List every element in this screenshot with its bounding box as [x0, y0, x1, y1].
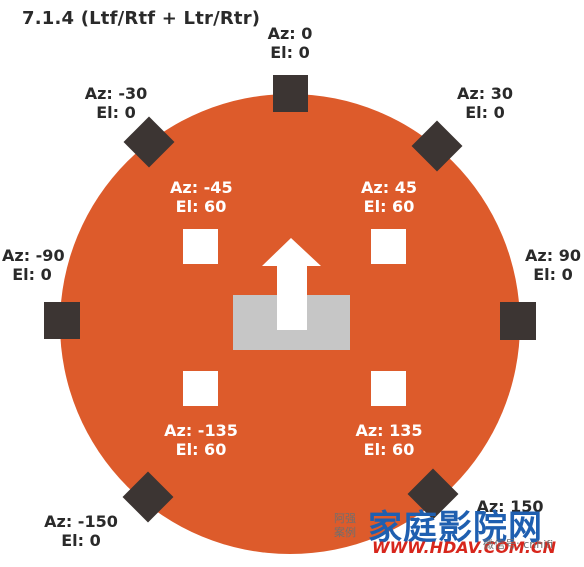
watermark-logo: 家庭影院网: [368, 508, 543, 548]
watermark-side-text: 阿强 案例: [334, 512, 356, 540]
elevation-label: El: 0: [12, 265, 52, 284]
azimuth-label: Az: 45: [361, 178, 417, 197]
front-direction-arrow-icon: [262, 238, 321, 330]
elevation-label: El: 0: [270, 43, 310, 62]
watermark-side-line-2: 案例: [334, 526, 356, 539]
elevation-label: El: 60: [363, 197, 415, 216]
azimuth-label: Az: -90: [2, 246, 65, 265]
elevation-label: El: 60: [175, 197, 227, 216]
elevation-label: El: 0: [96, 103, 136, 122]
height-speaker-top-front-right: [371, 229, 406, 264]
speaker-label-side-left: Az: -90 El: 0: [2, 246, 65, 284]
azimuth-label: Az: 150: [476, 497, 544, 516]
azimuth-label: Az: 135: [355, 421, 423, 440]
elevation-label: El: 0: [533, 265, 573, 284]
speaker-label-front-right: Az: 30 El: 0: [451, 84, 519, 122]
azimuth-label: Az: -135: [164, 421, 238, 440]
elevation-label: El: 0: [61, 531, 101, 550]
speaker-side-left: [44, 302, 80, 339]
elevation-label: El: 60: [363, 440, 415, 459]
azimuth-label: Az: 30: [457, 84, 513, 103]
azimuth-label: Az: -30: [84, 84, 148, 103]
diagram-title: 7.1.4 (Ltf/Rtf + Ltr/Rtr): [22, 8, 261, 29]
speaker-center: [273, 75, 308, 112]
height-label-top-rear-right: Az: 135 El: 60: [352, 421, 426, 459]
speaker-label-rear-right: Az: 150: [472, 497, 548, 516]
watermark-url: WWW.HDAV.COM.CN: [372, 538, 557, 557]
height-label-top-front-left: Az: -45 El: 60: [170, 178, 233, 216]
height-speaker-top-rear-left: [183, 371, 218, 406]
watermark-wechat: 微信号: cnhifi: [483, 538, 554, 551]
speaker-label-side-right: Az: 90 El: 0: [523, 246, 583, 284]
speaker-side-right: [500, 302, 536, 340]
elevation-label: El: 60: [175, 440, 227, 459]
watermark-side-line-1: 阿强: [334, 512, 356, 525]
azimuth-label: Az: 90: [525, 246, 581, 265]
speaker-front-left: [123, 116, 175, 168]
azimuth-label: Az: -150: [44, 512, 118, 531]
speaker-label-center: Az: 0 El: 0: [262, 24, 318, 62]
azimuth-label: Az: 0: [267, 24, 313, 43]
speaker-label-front-left: Az: -30 El: 0: [82, 84, 150, 122]
height-speaker-top-rear-right: [371, 371, 406, 406]
elevation-label: El: 0: [465, 103, 505, 122]
height-speaker-top-front-left: [183, 229, 218, 264]
speaker-label-rear-left: Az: -150 El: 0: [42, 512, 120, 550]
azimuth-label: Az: -45: [170, 178, 233, 197]
height-label-top-front-right: Az: 45 El: 60: [358, 178, 420, 216]
height-label-top-rear-left: Az: -135 El: 60: [164, 421, 238, 459]
